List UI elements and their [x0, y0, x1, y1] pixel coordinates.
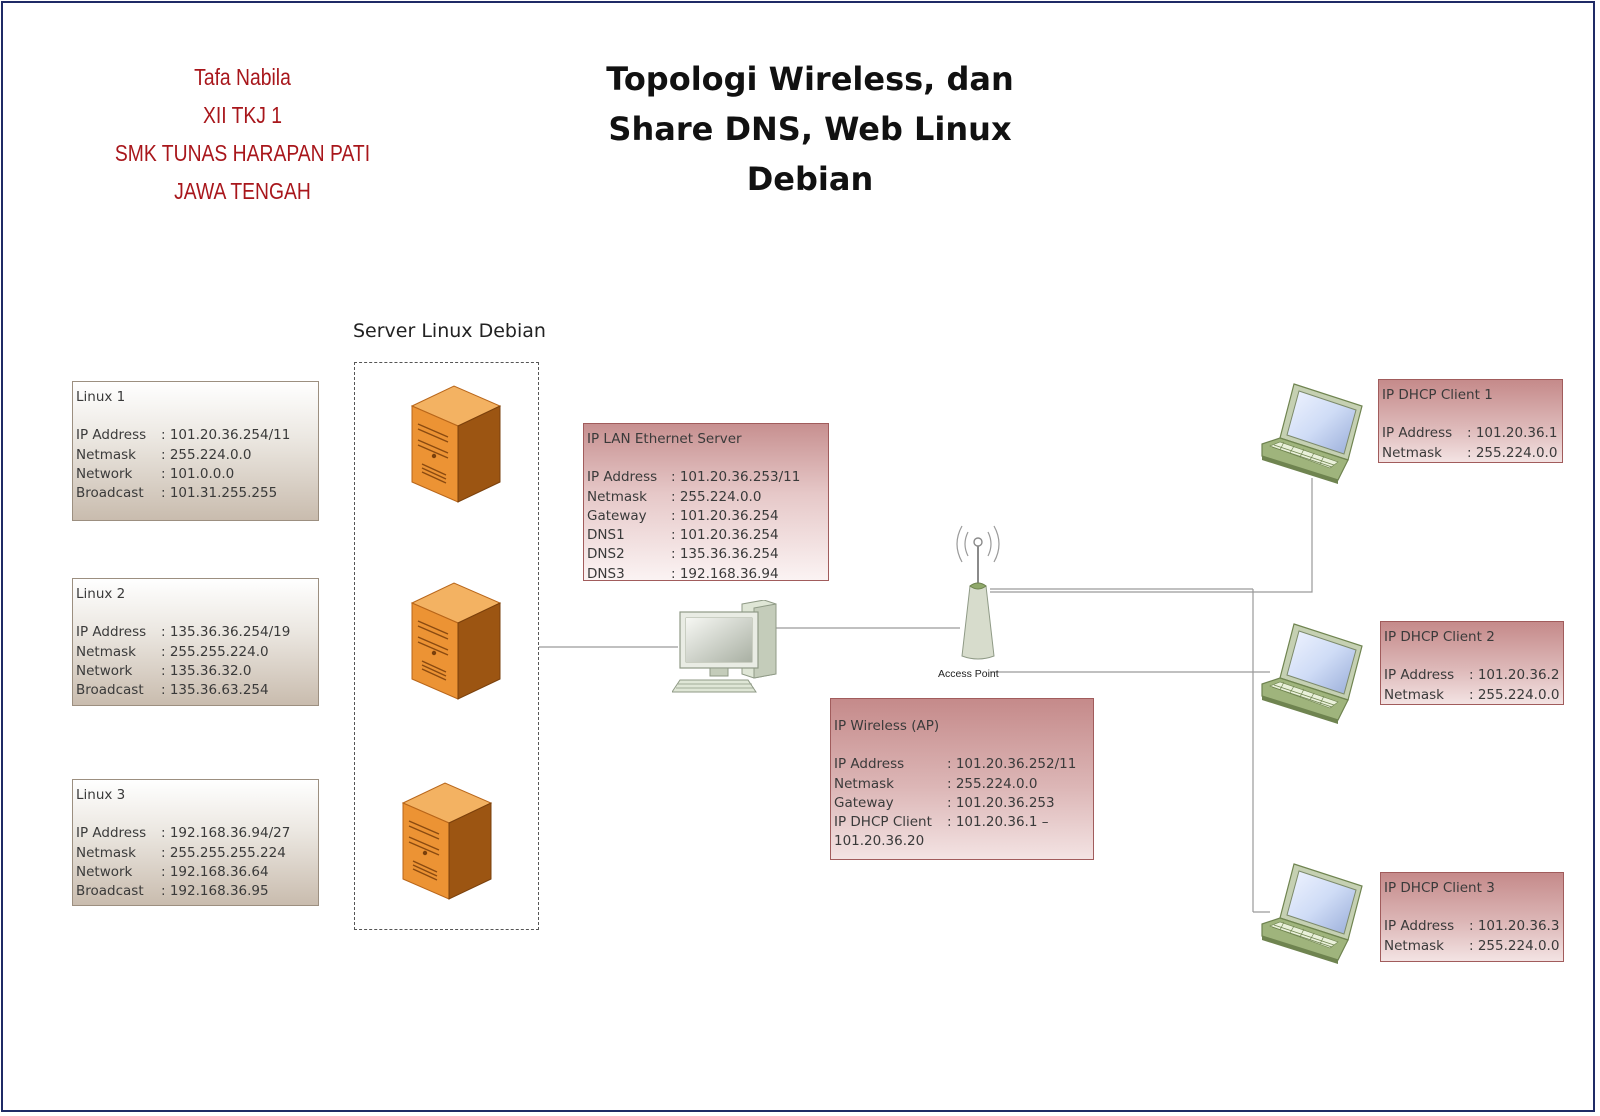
- field-label: Netmask: [1384, 937, 1444, 954]
- linux-2-title: Linux 2: [76, 586, 126, 602]
- tower-server-icon: [401, 782, 493, 900]
- desktop-computer-icon: [672, 600, 777, 693]
- dhcp-client-2-title: IP DHCP Client 2: [1384, 629, 1495, 645]
- field-label: Netmask: [76, 844, 136, 861]
- field-label: IP Address: [1382, 425, 1453, 442]
- field-value: : 255.224.0.0: [671, 488, 762, 505]
- field-label: Netmask: [1382, 444, 1442, 461]
- field-value: : 101.31.255.255: [161, 485, 278, 502]
- author-school: SMK TUNAS HARAPAN PATI: [114, 140, 371, 166]
- field-value: : 255.224.0.0: [161, 446, 252, 463]
- laptop-icon: [1261, 863, 1363, 964]
- field-label: DNS3: [587, 565, 625, 582]
- link-ap-to-client1: [990, 478, 1313, 593]
- linux-1-info-box: Linux 1 IP Address : 101.20.36.254/11 Net…: [72, 381, 319, 521]
- author-region: JAWA TENGAH: [174, 178, 311, 204]
- field-value: : 101.20.36.254: [671, 527, 779, 544]
- laptop-icon: [1261, 383, 1363, 484]
- field-label: IP Address: [834, 756, 905, 773]
- wireless-ap-info-box: IP Wireless (AP) IP Address : 101.20.36.2…: [830, 698, 1094, 860]
- tower-server-icon: [410, 582, 502, 700]
- dhcp-range-end: 101.20.36.20: [834, 833, 925, 850]
- field-value: : 101.20.36.252/11: [947, 756, 1077, 773]
- field-value: : 101.20.36.1: [1467, 425, 1558, 442]
- field-value: : 135.36.63.254: [161, 682, 269, 699]
- access-point-label: Access Point: [938, 668, 999, 680]
- field-value: : 101.0.0.0: [161, 465, 235, 482]
- field-label: IP Address: [76, 624, 147, 641]
- diagram-title: Topologi Wireless, dan Share DNS, Web Li…: [560, 54, 1060, 204]
- linux-2-info-box: Linux 2 IP Address : 135.36.36.254/19 Net…: [72, 578, 319, 706]
- field-value: : 192.168.36.94: [671, 565, 779, 582]
- title-line-1: Topologi Wireless, dan: [606, 60, 1014, 98]
- title-line-2: Share DNS, Web Linux: [608, 110, 1012, 148]
- field-value: : 101.20.36.254/11: [161, 427, 291, 444]
- field-label: Network: [76, 863, 133, 880]
- tower-server-icon: [410, 385, 502, 503]
- field-label: IP DHCP Client: [834, 814, 932, 831]
- linux-3-title: Linux 3: [76, 787, 126, 803]
- field-value: : 192.168.36.94/27: [161, 825, 291, 842]
- field-value: : 255.224.0.0: [1467, 444, 1558, 461]
- field-value: : 101.20.36.253: [947, 794, 1055, 811]
- field-label: Gateway: [834, 794, 894, 811]
- field-label: Broadcast: [76, 485, 144, 502]
- field-label: Broadcast: [76, 883, 144, 900]
- field-value: : 255.255.255.224: [161, 844, 286, 861]
- field-label: Netmask: [834, 775, 894, 792]
- field-value: : 101.20.36.254: [671, 507, 779, 524]
- field-value: : 101.20.36.3: [1469, 918, 1560, 935]
- field-value: : 255.224.0.0: [947, 775, 1038, 792]
- field-value: : 135.36.32.0: [161, 662, 252, 679]
- field-label: IP Address: [1384, 918, 1455, 935]
- dhcp-client-3-info-box: IP DHCP Client 3 IP Address : 101.20.36.3…: [1380, 872, 1564, 962]
- field-label: Gateway: [587, 507, 647, 524]
- laptop-icon: [1261, 623, 1363, 724]
- server-group-boundary: [354, 362, 539, 930]
- field-value: : 192.168.36.64: [161, 863, 269, 880]
- field-label: IP Address: [587, 469, 658, 486]
- dhcp-client-1-info-box: IP DHCP Client 1 IP Address : 101.20.36.1…: [1378, 379, 1563, 463]
- field-label: Netmask: [587, 488, 647, 505]
- field-label: Netmask: [76, 643, 136, 660]
- author-name: Tafa Nabila: [194, 64, 291, 90]
- linux-1-title: Linux 1: [76, 389, 126, 405]
- author-block: Tafa Nabila XII TKJ 1 SMK TUNAS HARAPAN …: [106, 58, 379, 210]
- field-label: IP Address: [76, 427, 147, 444]
- field-label: Netmask: [1384, 686, 1444, 703]
- server-group-label: Server Linux Debian: [353, 320, 546, 342]
- field-value: : 255.224.0.0: [1469, 686, 1560, 703]
- field-value: : 101.20.36.1 –: [947, 814, 1049, 831]
- dhcp-client-3-title: IP DHCP Client 3: [1384, 880, 1495, 896]
- field-value: : 135.36.36.254/19: [161, 624, 291, 641]
- field-value: : 255.255.224.0: [161, 643, 269, 660]
- field-value: : 101.20.36.253/11: [671, 469, 801, 486]
- dhcp-client-2-info-box: IP DHCP Client 2 IP Address : 101.20.36.2…: [1380, 621, 1564, 705]
- wireless-ap-title: IP Wireless (AP): [834, 718, 940, 734]
- field-value: : 101.20.36.2: [1469, 667, 1560, 684]
- field-label: Broadcast: [76, 682, 144, 699]
- linux-3-info-box: Linux 3 IP Address : 192.168.36.94/27 Net…: [72, 779, 319, 906]
- field-value: : 135.36.36.254: [671, 546, 779, 563]
- title-line-3: Debian: [746, 160, 874, 198]
- field-label: Netmask: [76, 446, 136, 463]
- field-label: IP Address: [76, 825, 147, 842]
- field-value: : 192.168.36.95: [161, 883, 269, 900]
- lan-server-title: IP LAN Ethernet Server: [587, 431, 742, 447]
- dhcp-client-1-title: IP DHCP Client 1: [1382, 387, 1493, 403]
- author-class: XII TKJ 1: [202, 102, 283, 128]
- field-label: Network: [76, 465, 133, 482]
- field-value: : 255.224.0.0: [1469, 937, 1560, 954]
- lan-ethernet-server-info-box: IP LAN Ethernet Server IP Address : 101.2…: [583, 423, 829, 582]
- field-label: IP Address: [1384, 667, 1455, 684]
- field-label: Network: [76, 662, 133, 679]
- wireless-access-point-icon: [956, 525, 1000, 660]
- field-label: DNS1: [587, 527, 625, 544]
- field-label: DNS2: [587, 546, 625, 563]
